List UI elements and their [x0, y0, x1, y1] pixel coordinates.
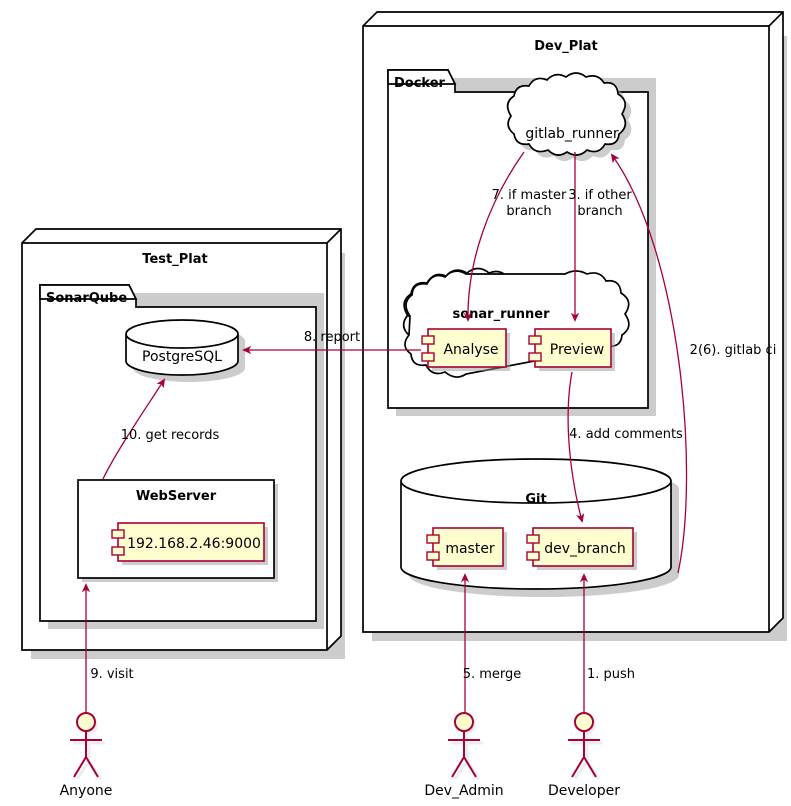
database-git[interactable]: Git master dev_branch	[400, 458, 679, 597]
actor-developer[interactable]: Developer	[548, 712, 620, 799]
edge-7-label-line2: branch	[506, 204, 551, 219]
actor-anyone-head	[76, 712, 96, 732]
package-docker-label: Docker	[394, 76, 446, 91]
package-sonarqube-label: SonarQube	[46, 291, 127, 306]
edge-9-visit: 9. visit	[86, 585, 134, 712]
rectangle-webserver-label: WebServer	[136, 489, 217, 504]
actor-developer-head	[574, 712, 594, 732]
actor-anyone-leg-left	[73, 756, 87, 778]
component-preview-label: Preview	[550, 342, 605, 358]
edge-2-gitlab-ci: 2(6). gitlab ci	[612, 155, 777, 574]
actor-dev-admin-leg-right	[463, 756, 477, 778]
actor-developer-label: Developer	[548, 783, 620, 799]
edge-2-label: 2(6). gitlab ci	[690, 343, 777, 358]
node-test-plat-label: Test_Plat	[142, 252, 207, 267]
database-postgresql-label: PostgreSQL	[142, 349, 222, 365]
component-master[interactable]: master	[426, 527, 507, 570]
database-postgresql[interactable]: PostgreSQL	[125, 319, 245, 382]
edge-3-label-line2: branch	[577, 204, 622, 219]
actor-anyone-leg-right	[85, 756, 99, 778]
actor-anyone-label: Anyone	[60, 783, 113, 799]
component-dev-branch[interactable]: dev_branch	[526, 527, 637, 570]
edge-8-report: 8. report	[244, 330, 421, 350]
edge-4-label: 4. add comments	[569, 427, 683, 442]
edge-3-label-line1: 3. if other	[568, 188, 632, 203]
component-preview[interactable]: Preview	[528, 328, 615, 371]
edge-1-push: 1. push	[584, 575, 635, 712]
edge-5-merge: 5. merge	[463, 575, 522, 712]
cloud-gitlab-runner-label: gitlab_runner	[525, 126, 619, 142]
edge-1-label: 1. push	[587, 667, 635, 682]
edge-7-label-line1: 7. if master	[492, 188, 567, 203]
actor-dev-admin-leg-left	[451, 756, 465, 778]
database-git-label: Git	[525, 492, 546, 507]
edge-3-if-other-branch: 3. if other branch	[568, 152, 632, 320]
actor-developer-leg-left	[571, 756, 585, 778]
actor-developer-leg-right	[583, 756, 597, 778]
rectangle-webserver[interactable]: WebServer 192.168.2.46:9000	[77, 479, 278, 582]
actor-dev-admin[interactable]: Dev_Admin	[424, 712, 504, 799]
component-webapp-label: 192.168.2.46:9000	[127, 536, 261, 552]
node-dev-plat-label: Dev_Plat	[534, 39, 598, 54]
edge-4-add-comments: 4. add comments	[567, 371, 683, 521]
component-analyse[interactable]: Analyse	[421, 328, 510, 371]
edge-9-label: 9. visit	[90, 667, 133, 682]
edge-10-get-records: 10. get records	[102, 380, 220, 480]
edge-7-if-master-branch: 7. if master branch	[468, 151, 567, 320]
cloud-gitlab-runner[interactable]: gitlab_runner	[506, 72, 632, 162]
actor-anyone[interactable]: Anyone	[60, 712, 113, 799]
component-dev-branch-label: dev_branch	[544, 541, 625, 557]
component-master-label: master	[445, 541, 495, 557]
actor-dev-admin-label: Dev_Admin	[424, 783, 503, 799]
edge-10-label: 10. get records	[121, 428, 220, 443]
cloud-sonar-runner-label: sonar_runner	[452, 307, 550, 322]
edge-8-label: 8. report	[304, 330, 360, 345]
component-webapp[interactable]: 192.168.2.46:9000	[111, 522, 268, 565]
edge-5-label: 5. merge	[463, 667, 522, 682]
actor-dev-admin-head	[454, 712, 474, 732]
component-analyse-label: Analyse	[443, 342, 498, 358]
